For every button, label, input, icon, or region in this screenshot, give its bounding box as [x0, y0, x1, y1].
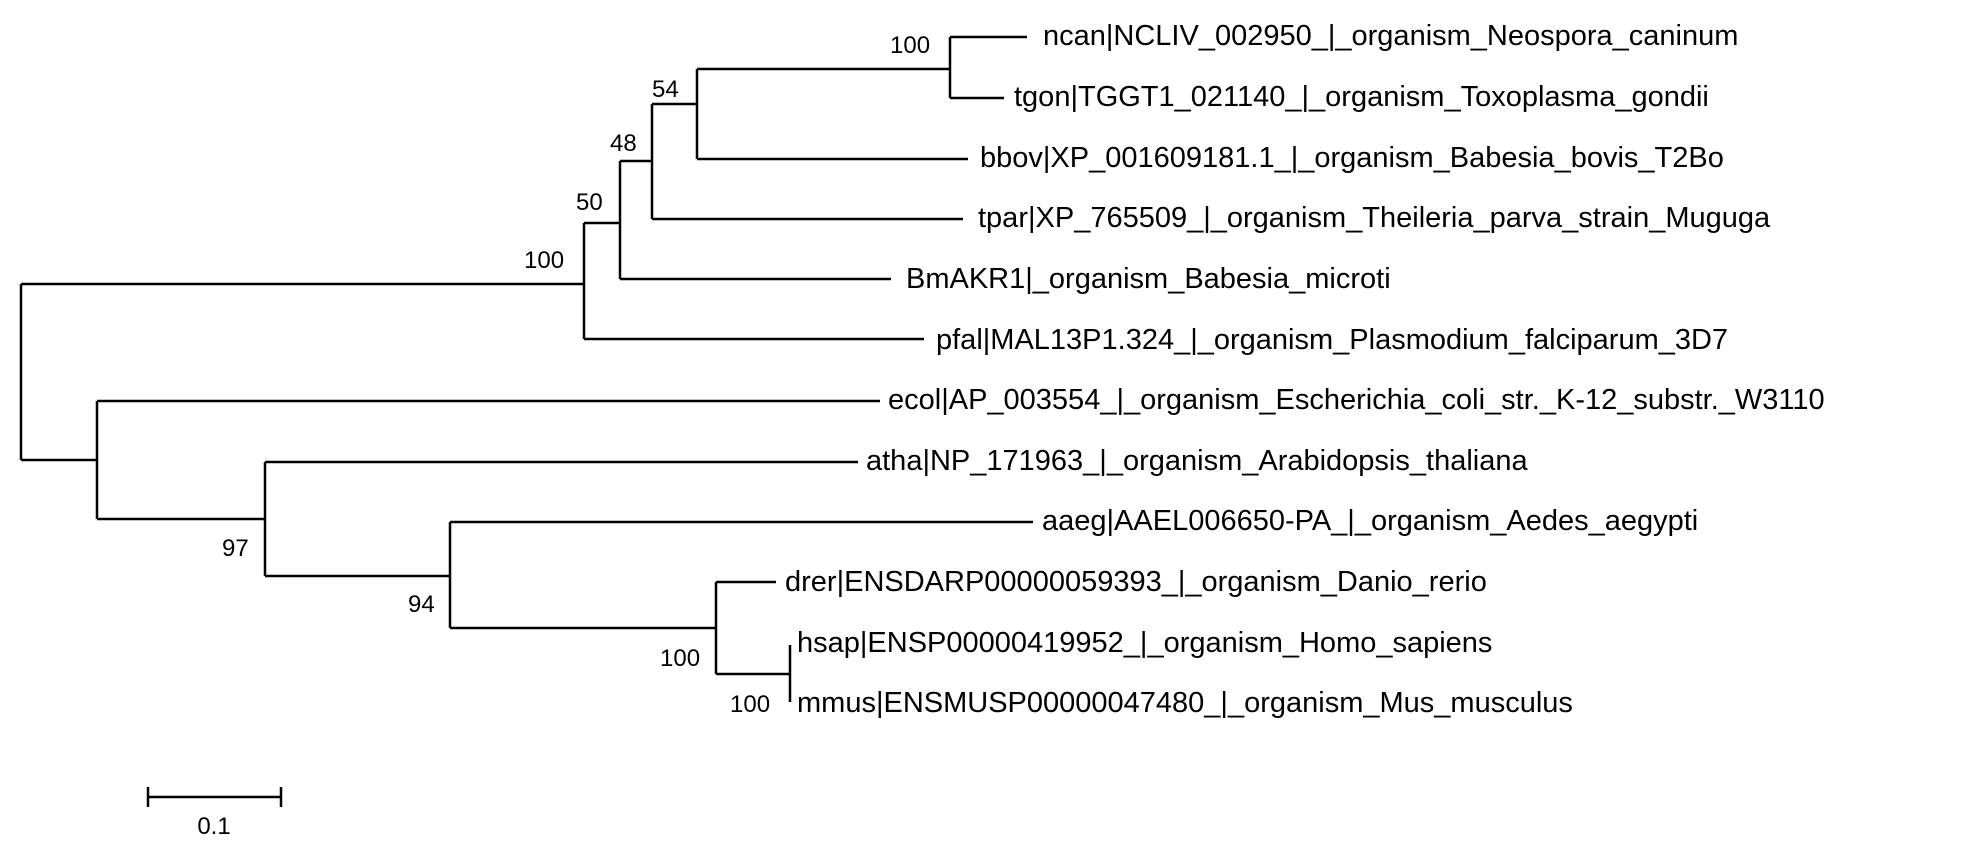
support-value-with-bmakr1: 50 [576, 189, 603, 216]
leaf-label-bbov: bbov|XP_001609181.1_|_organism_Babesia_b… [980, 142, 1724, 174]
leaf-label-tpar: tpar|XP_765509_|_organism_Theileria_parv… [978, 202, 1771, 234]
support-value-ncan-tgon: 100 [890, 32, 930, 59]
support-value-vertebrates: 100 [660, 645, 700, 672]
leaf-label-atha: atha|NP_171963_|_organism_Arabidopsis_th… [866, 445, 1528, 477]
support-value-apicomplexa: 100 [524, 247, 564, 274]
leaf-label-bmakr1: BmAKR1|_organism_Babesia_microti [906, 263, 1391, 295]
scale-bar: 0.1 [146, 787, 283, 840]
support-value-with-tpar: 48 [610, 130, 637, 157]
support-value-eukaryotes-other: 97 [222, 535, 249, 562]
leaf-label-pfal: pfal|MAL13P1.324_|_organism_Plasmodium_f… [936, 324, 1728, 356]
support-value-apicomplexa-core: 54 [652, 76, 679, 103]
leaf-label-mmus: mmus|ENSMUSP00000047480_|_organism_Mus_m… [797, 687, 1573, 719]
leaf-labels: ncan|NCLIV_002950_|_organism_Neospora_ca… [785, 20, 1825, 719]
leaf-label-tgon: tgon|TGGT1_021140_|_organism_Toxoplasma_… [1014, 81, 1709, 113]
support-values: 100 54 48 50 100 97 94 100 100 [222, 32, 930, 718]
leaf-label-aaeg: aaeg|AAEL006650-PA_|_organism_Aedes_aegy… [1042, 505, 1698, 537]
support-value-animals: 94 [408, 591, 435, 618]
support-value-mammals: 100 [730, 691, 770, 718]
scale-bar-label: 0.1 [197, 813, 230, 840]
leaf-label-ncan: ncan|NCLIV_002950_|_organism_Neospora_ca… [1043, 20, 1738, 52]
leaf-label-hsap: hsap|ENSP00000419952_|_organism_Homo_sap… [797, 627, 1492, 659]
leaf-label-ecol: ecol|AP_003554_|_organism_Escherichia_co… [888, 384, 1825, 416]
leaf-label-drer: drer|ENSDARP00000059393_|_organism_Danio… [785, 566, 1487, 598]
tree-branches [19, 35, 1033, 702]
